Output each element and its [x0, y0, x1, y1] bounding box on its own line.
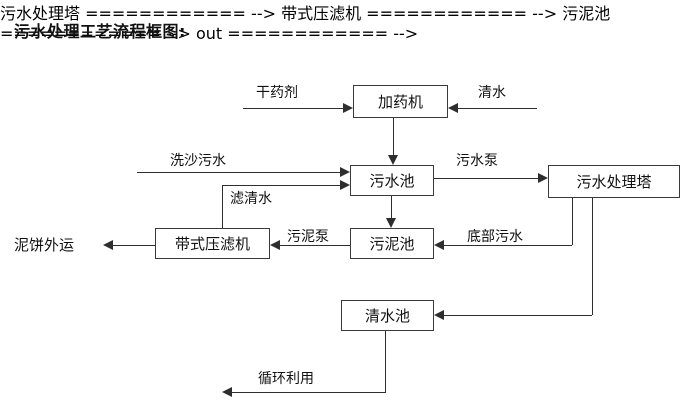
edge-label-sludge-pump: 污泥泵	[287, 229, 329, 245]
edge-dosing-to-sewage-arrowhead	[388, 155, 398, 165]
edge-sand-wash-arrowhead	[340, 167, 350, 177]
edge-sludge-pump-arrowhead	[270, 240, 280, 250]
edge-recycle-line	[232, 392, 386, 393]
edge-tower-to-clear-line	[444, 315, 592, 316]
edge-recycle-arrowhead	[222, 387, 232, 397]
edge-label-dry-agent: 干药剂	[256, 85, 298, 101]
node-label: 带式压滤机	[174, 235, 250, 253]
edge-sewage-to-sludge-line	[391, 196, 392, 218]
edge-dry-agent-line	[243, 108, 343, 109]
node-treatment-tower[interactable]: 污水处理塔	[548, 165, 680, 198]
edge-bottom-water-riser	[572, 198, 573, 245]
node-label: 清水池	[364, 307, 410, 325]
edge-sewage-pump-arrowhead	[538, 173, 548, 183]
edge-clean-water-arrowhead	[448, 103, 458, 113]
node-dosing-machine[interactable]: 加药机	[353, 85, 448, 118]
node-label: 污泥池	[369, 235, 415, 253]
edge-mud-cake-line	[113, 245, 155, 246]
node-label: 污水处理塔	[576, 173, 652, 191]
edge-sand-wash-line	[137, 172, 340, 173]
endpoint-label-mud-cake-out: 泥饼外运	[14, 236, 75, 254]
edge-filtrate-riser	[222, 185, 223, 228]
node-sewage-pool[interactable]: 污水池	[350, 165, 434, 196]
edge-label-sewage-pump: 污水泵	[456, 153, 498, 169]
node-sludge-pool[interactable]: 污泥池	[350, 228, 434, 259]
edge-recycle-drop	[385, 331, 386, 392]
edge-filtrate-arrowhead	[340, 180, 350, 190]
page-title: 污水处理工艺流程框图:	[14, 22, 186, 41]
edge-label-filtrate: 滤清水	[230, 191, 272, 207]
edge-sewage-pump-line	[434, 178, 538, 179]
edge-sludge-pump-line	[280, 245, 350, 246]
edge-clean-water-line	[458, 108, 537, 109]
node-clear-water-pool[interactable]: 清水池	[341, 300, 434, 331]
edge-tower-to-clear-arrowhead	[434, 310, 444, 320]
edge-label-bottom-water: 底部污水	[467, 229, 523, 245]
edge-sewage-to-sludge-arrowhead	[386, 218, 396, 228]
node-label: 污水池	[369, 172, 415, 190]
edge-bottom-water-line	[444, 245, 572, 246]
edge-label-recycle-use: 循环利用	[258, 371, 314, 387]
edge-mud-cake-arrowhead	[103, 240, 113, 250]
node-belt-filter-press[interactable]: 带式压滤机	[155, 228, 270, 259]
node-label: 加药机	[377, 93, 423, 111]
edge-label-sand-wash: 洗沙污水	[170, 153, 226, 169]
edge-dry-agent-arrowhead	[343, 103, 353, 113]
edge-dosing-to-sewage-line	[393, 118, 394, 155]
edge-filtrate-line	[222, 185, 340, 186]
edge-label-clean-water: 清水	[478, 85, 506, 101]
edge-bottom-water-arrowhead	[434, 240, 444, 250]
edge-tower-to-clear-riser	[592, 198, 593, 315]
